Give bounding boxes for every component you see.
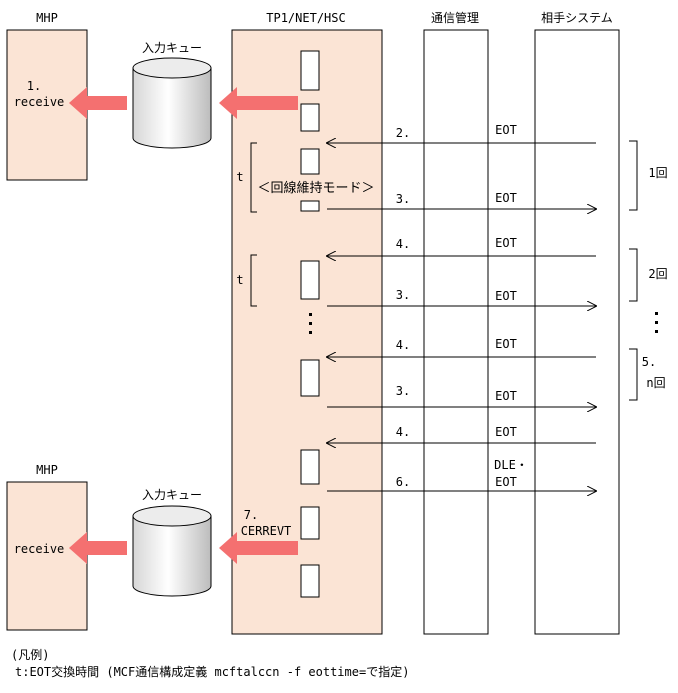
step-1-number: 1. (27, 79, 41, 93)
message-3-eot: 3. EOT (327, 191, 596, 209)
tp1-event-box (300, 148, 320, 175)
message-4-eot: 4. EOT (327, 425, 596, 443)
arrow-tp1-to-queue-top (219, 87, 298, 119)
arrow-tp1-to-queue-bottom (219, 532, 298, 564)
message-label-line1: DLE・ (494, 458, 528, 472)
mhp-box-bottom (6, 481, 88, 631)
header-mhp-bottom: MHP (36, 463, 58, 477)
message-4-eot: 4. EOT (327, 337, 596, 357)
tp1-event-box (300, 103, 320, 132)
repeat-ellipsis-dots (655, 312, 658, 333)
t-bracket-2 (250, 254, 257, 307)
message-step: 3. (396, 192, 410, 206)
message-3-eot: 3. EOT (327, 288, 596, 306)
message-6-dle-eot: 6. DLE・ EOT (327, 458, 596, 491)
message-label: EOT (495, 191, 517, 205)
tp1-event-box (300, 564, 320, 598)
message-3-eot: 3. EOT (327, 384, 596, 407)
legend-title: (凡例) (11, 648, 49, 662)
message-label: EOT (495, 337, 517, 351)
step-5-number: 5. (642, 355, 656, 369)
repeat-label-1: 1回 (648, 166, 667, 180)
step-7-number: 7. (244, 508, 258, 522)
tp1-ellipsis-dots (309, 313, 312, 334)
message-2-eot: 2. EOT (327, 123, 596, 143)
cerrevt-label: CERREVT (241, 524, 292, 538)
tp1-event-box (300, 50, 320, 91)
repeat-bracket-n (629, 348, 638, 401)
legend-text: t:EOT交換時間 (MCF通信構成定義 mcftalccn -f eottim… (15, 664, 409, 679)
message-step: 4. (396, 425, 410, 439)
remote-system-lifeline (534, 29, 620, 635)
input-queue-label-bottom: 入力キュー (142, 488, 202, 502)
message-step: 3. (396, 384, 410, 398)
arrow-queue-to-mhp-bottom (69, 532, 127, 564)
repeat-label-2: 2回 (648, 267, 667, 281)
header-mhp: MHP (36, 11, 58, 25)
t-label-1: t (236, 170, 243, 184)
message-step: 3. (396, 288, 410, 302)
receive-label-bottom: receive (14, 542, 65, 556)
message-step: 2. (396, 126, 410, 140)
message-4-eot: 4. EOT (327, 236, 596, 256)
arrow-queue-to-mhp-top (69, 87, 127, 119)
tp1-event-box (300, 506, 320, 540)
message-label: EOT (495, 389, 517, 403)
header-tp1-net-hsc: TP1/NET/HSC (266, 11, 345, 25)
header-comm-mgmt: 通信管理 (431, 10, 479, 25)
tp1-event-box (300, 260, 320, 300)
t-bracket-1 (250, 142, 257, 213)
receive-label-top: receive (14, 95, 65, 109)
input-queue-label-top: 入力キュー (142, 41, 202, 55)
repeat-bracket-1 (629, 140, 638, 211)
message-step: 6. (396, 475, 410, 489)
message-label: EOT (495, 425, 517, 439)
comm-mgmt-lifeline (423, 29, 489, 635)
tp1-event-box (300, 449, 320, 485)
message-step: 4. (396, 338, 410, 352)
message-label: EOT (495, 236, 517, 250)
tp1-event-box (300, 359, 320, 397)
repeat-bracket-2 (629, 248, 638, 302)
message-label-line2: EOT (495, 475, 517, 489)
message-label: EOT (495, 123, 517, 137)
line-maintain-mode-label: ＜回線維持モード＞ (257, 180, 374, 196)
tp1-event-box (300, 200, 320, 212)
repeat-label-n: n回 (646, 376, 665, 390)
message-step: 4. (396, 237, 410, 251)
message-label: EOT (495, 289, 517, 303)
header-remote-system: 相手システム (541, 11, 613, 25)
input-queue-cylinder-bottom (132, 505, 212, 597)
t-label-2: t (236, 273, 243, 287)
input-queue-cylinder-top (132, 57, 212, 149)
